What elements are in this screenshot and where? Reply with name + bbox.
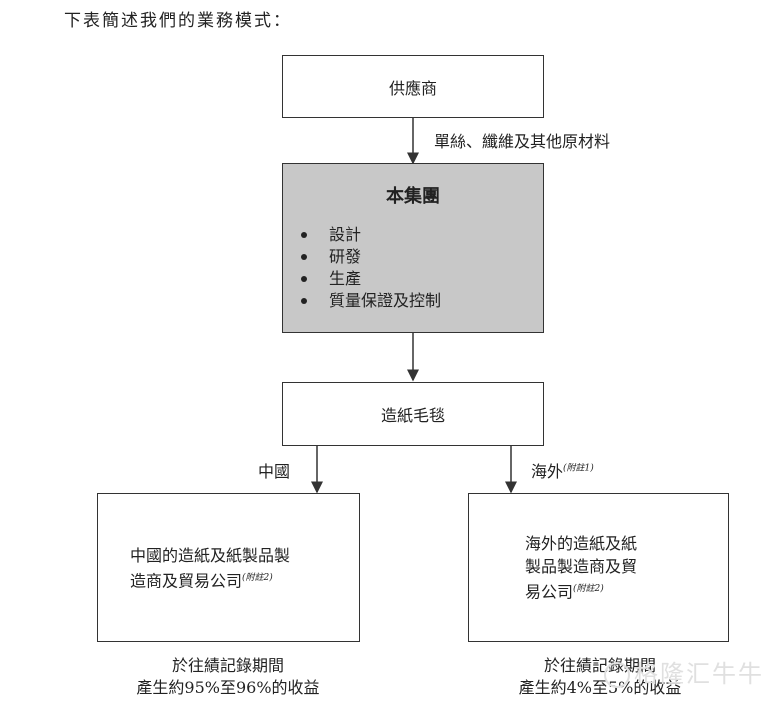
- felts-label: 造紙毛毯: [380, 406, 445, 425]
- overseas-customers-box: 海外的造紙及紙 製品製造商及貿 易公司(附註2): [468, 493, 729, 642]
- china-edge-label: 中國: [258, 462, 291, 481]
- china-customers-line2: 造商及貿易公司: [130, 571, 243, 591]
- bullet-icon: [301, 298, 307, 304]
- china-customers-note: (附註2): [242, 573, 273, 583]
- group-item-label: 設計: [329, 225, 362, 244]
- supplier-label: 供應商: [388, 78, 437, 98]
- overseas-note: (附註1): [563, 463, 594, 474]
- group-box: 本集團 設計 研發 生產 質量保證及控制: [282, 163, 544, 333]
- watermark: 格隆汇牛牛: [604, 654, 764, 689]
- china-customers-box: 中國的造紙及紙製品製 造商及貿易公司(附註2): [97, 493, 360, 642]
- intro-text: 下表簡述我們的業務模式：: [64, 11, 292, 31]
- china-caption-line2: 產生約95%至96%的收益: [136, 678, 320, 697]
- felts-box: 造紙毛毯: [282, 382, 544, 446]
- china-customers-text: 中國的造紙及紙製品製 造商及貿易公司(附註2): [130, 544, 290, 592]
- list-item: 研發: [301, 246, 441, 268]
- overseas-caption-line2: 產生約4%至5%的收益: [518, 678, 682, 697]
- bullet-icon: [301, 232, 307, 238]
- group-title: 本集團: [386, 186, 440, 207]
- group-activity-list: 設計 研發 生產 質量保證及控制: [301, 224, 441, 312]
- list-item: 質量保證及控制: [301, 290, 441, 312]
- overseas-customers-line2: 製品製造商及貿: [525, 557, 638, 576]
- overseas-customers-note: (附註2): [573, 584, 604, 594]
- china-customers-line1: 中國的造紙及紙製品製: [130, 546, 291, 565]
- overseas-customers-text: 海外的造紙及紙 製品製造商及貿 易公司(附註2): [525, 532, 637, 603]
- overseas-customers-line3: 易公司: [525, 582, 574, 602]
- overseas-customers-line1: 海外的造紙及紙: [525, 534, 638, 553]
- bullet-icon: [301, 276, 307, 282]
- group-item-label: 研發: [329, 247, 362, 266]
- bullet-icon: [301, 254, 307, 260]
- overseas-revenue-caption: 於往績記錄期間 產生約4%至5%的收益: [505, 655, 695, 699]
- group-item-label: 生產: [329, 269, 362, 288]
- overseas-edge-label: 海外(附註1): [531, 458, 594, 482]
- list-item: 設計: [301, 224, 441, 246]
- watermark-text: 格隆汇牛牛: [634, 660, 764, 688]
- supplier-box: 供應商: [282, 55, 544, 118]
- list-item: 生產: [301, 268, 441, 290]
- china-caption-line1: 於往績記錄期間: [171, 656, 284, 675]
- group-item-label: 質量保證及控制: [329, 291, 442, 310]
- overseas-edge-text: 海外: [531, 462, 564, 481]
- raw-materials-label: 單絲、纖維及其他原材料: [434, 132, 611, 151]
- watermark-logo-icon: [604, 662, 630, 688]
- china-revenue-caption: 於往績記錄期間 產生約95%至96%的收益: [128, 655, 328, 699]
